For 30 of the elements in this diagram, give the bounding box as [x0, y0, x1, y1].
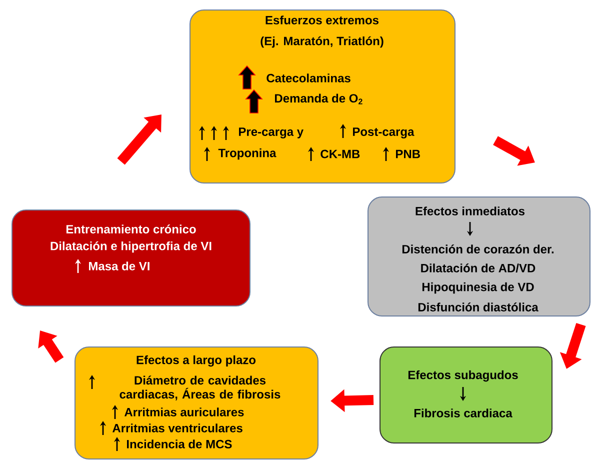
box-text: Fibrosis cardiaca — [414, 408, 512, 418]
process-box — [190, 10, 456, 184]
box-text: CK-MB — [320, 150, 360, 158]
box-text: Catecolaminas — [266, 74, 350, 82]
box-text: Masa de VI — [89, 262, 150, 270]
process-box — [380, 346, 552, 444]
box-text: Incidencia de MCS — [127, 440, 232, 448]
box-text: Esfuerzos extremos — [266, 16, 378, 24]
box-text: PNB — [396, 150, 420, 158]
box-text: Efectos subagudos — [408, 370, 518, 382]
process-box — [12, 210, 250, 306]
box-text: Dilatación de AD/VD — [421, 263, 536, 272]
block-arrow — [117, 114, 162, 165]
box-text: Pre-carga y — [239, 128, 304, 138]
box-text: Arritmias ventriculares — [112, 424, 242, 432]
box-text: (Ej. Maratón, Triatlón) — [260, 36, 384, 48]
box-text: Disfunción diastólica — [418, 302, 538, 312]
box-text: Distención de corazón der. — [402, 244, 554, 254]
box-text: Entrenamiento crónico — [66, 224, 196, 234]
box-text: Post-carga — [353, 128, 414, 138]
box-text: Arritmias auriculares — [124, 408, 244, 416]
box-text: Dilatación e hipertrofia de VI — [50, 241, 212, 253]
box-text: Efectos a largo plazo — [136, 355, 256, 367]
box-text: Demanda de O$_{2}$ — [275, 94, 362, 104]
box-text: Troponina — [218, 148, 276, 160]
box-text: Hipoquinesia de VD — [422, 282, 534, 294]
process-box — [368, 196, 590, 316]
box-text: Diámetro de cavidades cardiacas, Áreas de fibrosis — [120, 376, 280, 400]
process-box — [74, 346, 318, 460]
box-text: Efectos inmediatos — [416, 206, 524, 216]
